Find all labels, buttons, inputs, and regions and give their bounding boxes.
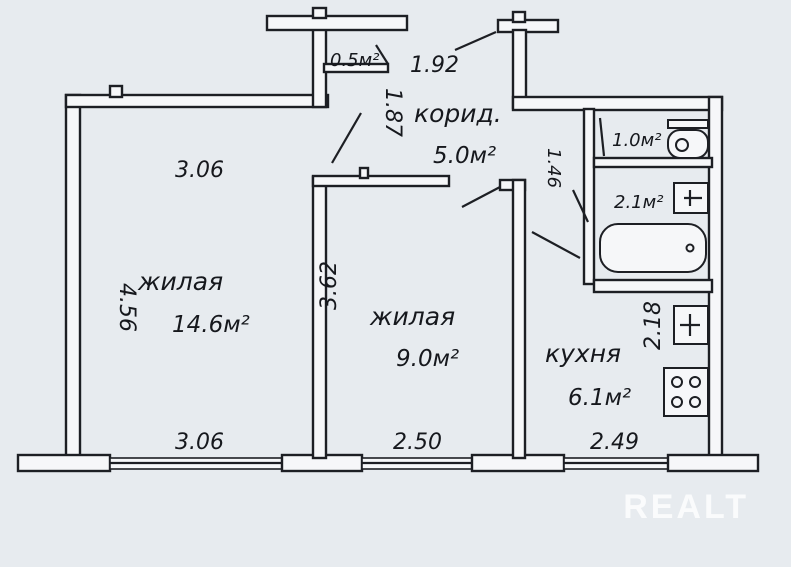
corridor-length: 1.87 (380, 88, 405, 137)
wall-stub-top (311, 6, 328, 20)
kitchen-width-bottom: 2.49 (590, 430, 639, 455)
kitchen-label: кухня (545, 339, 621, 368)
door-line (598, 117, 606, 157)
living-large-width-top: 3.06 (175, 158, 224, 183)
living-small-width-bottom: 2.50 (393, 430, 442, 455)
stove-burner-icon (689, 376, 701, 388)
door-line (531, 231, 581, 259)
living-small-area: 9.0м² (396, 346, 459, 372)
top-wall-closet (265, 14, 409, 32)
stove-burner-icon (671, 376, 683, 388)
bottom-wall-seg-4 (666, 453, 760, 473)
bathtub-drain-icon (685, 243, 695, 253)
bathtub (599, 223, 707, 273)
living-large-label: жилая (137, 267, 223, 296)
watermark-logo: REALT (623, 488, 749, 526)
bathroom-length: 1.46 (543, 148, 564, 188)
door-lines (331, 30, 606, 259)
door-line (331, 112, 362, 164)
kitchen-area: 6.1м² (568, 385, 631, 411)
top-wall-right (496, 18, 560, 34)
kitchen-depth: 2.18 (641, 301, 666, 350)
door-line (375, 44, 389, 65)
toilet-bath-partition (592, 156, 714, 169)
wall-stub-top-right (511, 10, 527, 24)
living-large-width-bottom: 3.06 (175, 430, 224, 455)
right-outer-wall (707, 95, 724, 460)
wall-stub (108, 84, 124, 99)
bottom-wall-seg-1 (16, 453, 112, 473)
fixtures (599, 119, 709, 417)
toilet-area: 1.0м² (612, 130, 661, 151)
interior-walls (311, 62, 714, 460)
toilet-tank (667, 119, 709, 129)
stove-burner-icon (671, 396, 683, 408)
partition-living-rooms (311, 175, 328, 460)
closet-bottom-wall (322, 62, 390, 74)
bottom-wall (16, 453, 760, 473)
living-small-label: жилая (369, 302, 455, 331)
corridor-area: 5.0м² (433, 143, 496, 169)
top-wall-bath (511, 95, 724, 112)
wall-stub (358, 166, 370, 180)
door-line (461, 186, 501, 208)
living-large-area: 14.6м² (172, 312, 250, 338)
living-small-depth: 3.62 (317, 261, 342, 310)
partition-small-room-top (311, 174, 451, 188)
corridor-width: 1.92 (410, 53, 459, 78)
stove-burner-icon (689, 396, 701, 408)
bathroom-left-wall (582, 107, 596, 286)
door-line (454, 30, 497, 52)
bath-kitchen-partition (592, 278, 714, 294)
bathroom-area: 2.1м² (614, 192, 663, 213)
toilet-drain-icon (675, 138, 689, 152)
closet-area: 0.5м² (330, 50, 379, 71)
top-wall-living (64, 93, 330, 109)
left-outer-wall (64, 93, 82, 460)
corridor-label: корид. (414, 99, 502, 128)
door-line (572, 189, 589, 223)
living-large-depth: 4.56 (114, 283, 139, 332)
stove (663, 367, 709, 417)
partition-kitchen (511, 178, 527, 460)
